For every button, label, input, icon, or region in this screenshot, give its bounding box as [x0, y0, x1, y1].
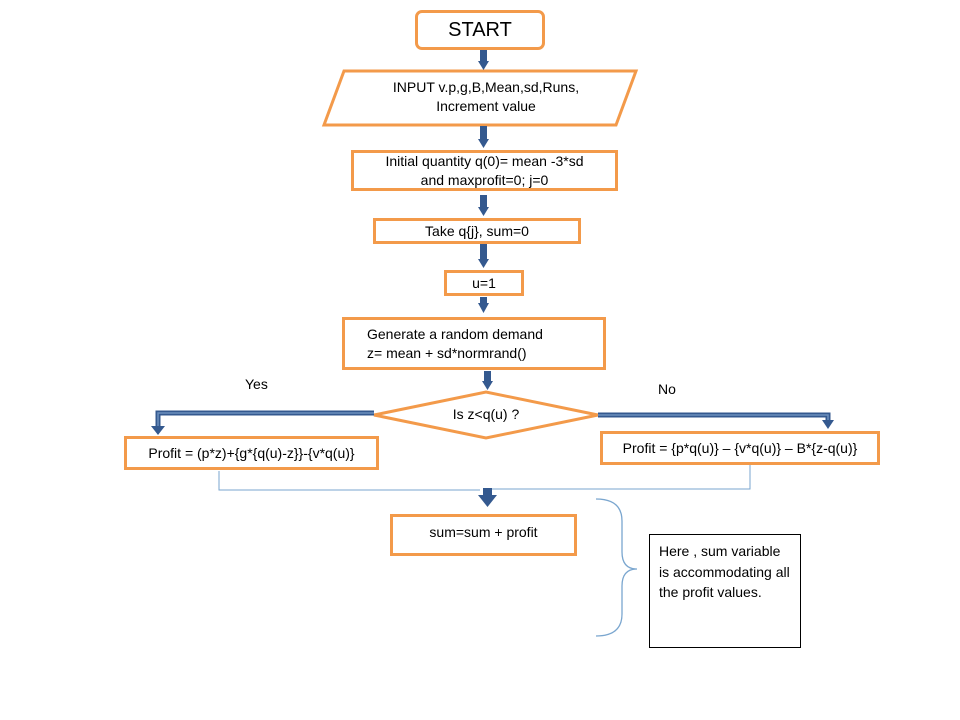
input-line2: Increment value — [436, 98, 536, 114]
generate-node: Generate a random demand z= mean + sd*no… — [342, 317, 606, 370]
init-line1: Initial quantity q(0)= mean -3*sd — [385, 152, 584, 169]
annotation-note: Here , sum variable is accommodating all… — [649, 534, 801, 648]
take-label: Take q{j}, sum=0 — [425, 222, 529, 239]
yes-label: Yes — [245, 376, 268, 392]
profit-no-label: Profit = {p*q(u)} – {v*q(u)} – B*{z-q(u)… — [622, 439, 858, 456]
arrow-no-branch — [598, 412, 834, 429]
generate-line2: z= mean + sd*normrand() — [367, 344, 527, 361]
arrow-input-to-init — [478, 126, 489, 148]
profit-yes-label: Profit = (p*z)+{g*{q(u)-z}}-{v*q(u)} — [148, 444, 355, 461]
sum-update-node: sum=sum + profit — [390, 514, 577, 556]
annotation-text: Here , sum variable is accommodating all… — [659, 543, 790, 600]
profit-no-node: Profit = {p*q(u)} – {v*q(u)} – B*{z-q(u)… — [600, 431, 880, 465]
annotation-brace — [595, 498, 638, 637]
arrow-u-to-generate — [478, 297, 489, 313]
start-label: START — [448, 18, 512, 41]
arrow-yes-branch — [151, 410, 374, 435]
decision-label: Is z<q(u) ? — [452, 406, 520, 422]
take-node: Take q{j}, sum=0 — [373, 218, 581, 244]
no-label: No — [658, 381, 676, 397]
input-text: INPUT v.p,g,B,Mean,sd,Runs, Increment va… — [336, 78, 636, 116]
connector-no-merge — [492, 462, 751, 490]
connector-yes-merge — [218, 471, 480, 491]
u-init-label: u=1 — [472, 274, 496, 291]
input-parallelogram — [321, 69, 639, 127]
arrow-generate-to-decision — [482, 371, 493, 390]
decision-text: Is z<q(u) ? — [386, 405, 586, 424]
arrow-merge-to-sum — [478, 488, 497, 507]
arrow-init-to-take — [478, 195, 489, 216]
input-line1: INPUT v.p,g,B,Mean,sd,Runs, — [392, 79, 580, 95]
init-node: Initial quantity q(0)= mean -3*sd and ma… — [351, 150, 618, 191]
u-init-node: u=1 — [444, 270, 524, 296]
arrow-take-to-u — [478, 244, 489, 268]
arrow-start-to-input — [478, 50, 489, 70]
profit-yes-node: Profit = (p*z)+{g*{q(u)-z}}-{v*q(u)} — [124, 436, 379, 470]
init-line2: and maxprofit=0; j=0 — [420, 171, 549, 188]
generate-line1: Generate a random demand — [367, 325, 543, 342]
sum-update-label: sum=sum + profit — [429, 524, 538, 540]
start-node: START — [415, 10, 545, 50]
